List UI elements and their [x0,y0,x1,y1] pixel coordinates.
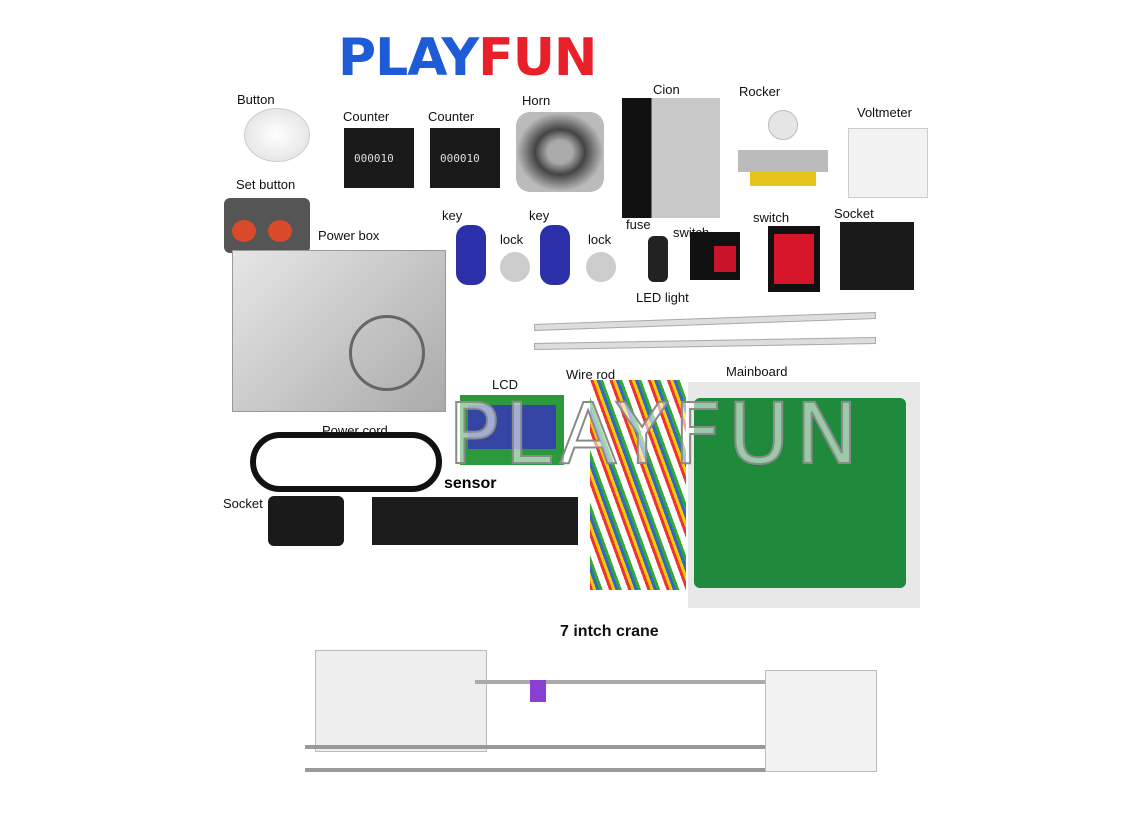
watermark: PLAYFUN [447,384,865,484]
counter-image-1: 000010 [344,128,414,188]
playfun-logo: PLAYFUN [338,28,597,88]
label-button: Button [237,92,275,107]
label-counter-2: Counter [428,109,475,124]
label-wire-rod: Wire rod [566,367,616,382]
key-image-1 [456,225,486,285]
label-socket-2: Socket [223,496,263,511]
label-power-box: Power box [318,228,380,243]
label-horn: Horn [522,93,551,108]
label-socket-1: Socket [834,206,874,221]
socket-image-1 [840,222,914,290]
power-box-image [232,250,446,412]
lcd-image [460,395,564,465]
label-crane: 7 intch crane [560,623,659,640]
rocker-image [738,110,828,190]
switch-image-1 [690,232,740,280]
mainboard-image [688,382,920,608]
label-voltmeter: Voltmeter [857,105,912,120]
label-key-2: key [529,208,550,223]
label-fuse: fuse [626,217,651,232]
crane-image [285,650,885,795]
label-coin: Cion [653,82,680,97]
sensor-image [372,497,578,545]
fuse-image [648,236,668,282]
led-strip-1 [533,312,877,331]
label-led-light: LED light [636,290,689,305]
lock-image-2 [586,252,616,282]
socket-image-2 [268,496,344,546]
coin-acceptor-image [622,98,720,218]
label-lcd: LCD [492,377,519,392]
label-lock-1: lock [500,232,524,247]
label-switch-1: switch [673,225,710,240]
set-button-image [224,198,310,253]
lock-image-1 [500,252,530,282]
label-rocker: Rocker [739,84,781,99]
label-mainboard: Mainboard [726,364,788,379]
led-strip-2 [533,337,877,350]
label-set-button: Set button [236,177,296,192]
power-cord-image [250,432,442,492]
counter-image-2: 000010 [430,128,500,188]
label-power-cord: Power cord [322,423,388,438]
button-image [244,108,310,162]
label-key-1: key [442,208,463,223]
label-counter-1: Counter [343,109,390,124]
horn-image [516,112,604,192]
label-switch-2: switch [753,210,790,225]
voltmeter-image [848,128,928,198]
label-sensor: sensor [444,475,497,492]
label-lock-2: lock [588,232,612,247]
switch-image-2 [768,226,820,292]
wire-rod-image [590,380,686,590]
key-image-2 [540,225,570,285]
